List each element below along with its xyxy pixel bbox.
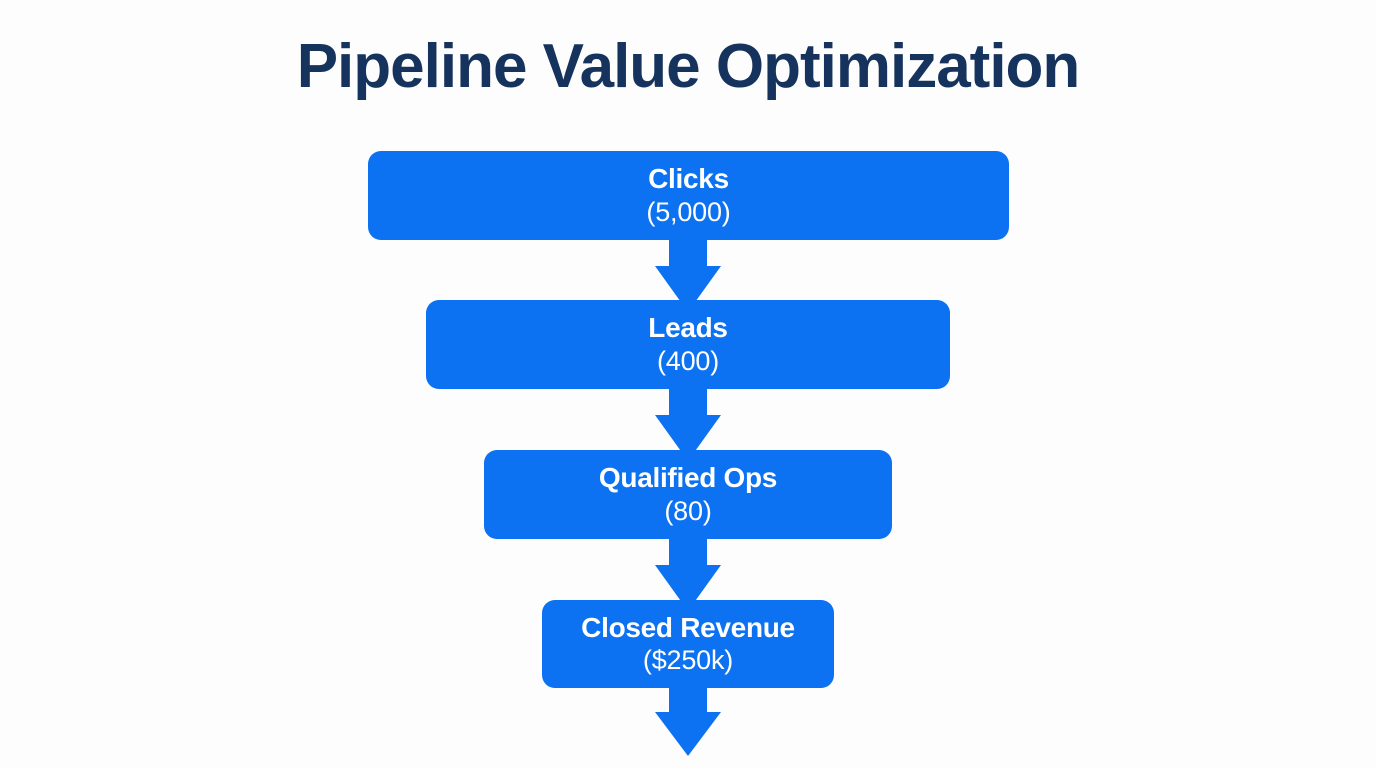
funnel-stage-leads[interactable]: Leads (400) <box>426 300 950 389</box>
funnel-stage-label: Qualified Ops <box>598 462 778 494</box>
funnel-stage-clicks[interactable]: Clicks (5,000) <box>368 151 1009 240</box>
funnel-stage-value: ($250k) <box>642 645 734 676</box>
funnel-stage-label: Leads <box>648 312 728 344</box>
page-title: Pipeline Value Optimization <box>296 32 1081 101</box>
funnel-arrow-outflow <box>655 688 721 756</box>
funnel-stage-label: Closed Revenue <box>581 611 795 643</box>
funnel-stage-qualified-ops[interactable]: Qualified Ops (80) <box>484 450 892 539</box>
funnel-stage-value: (400) <box>656 345 720 376</box>
funnel-stage-closed-revenue[interactable]: Closed Revenue ($250k) <box>542 600 834 688</box>
funnel-stage-value: (5,000) <box>646 196 731 227</box>
funnel-stage-label: Clicks <box>648 163 729 195</box>
funnel-stage-value: (80) <box>664 495 712 526</box>
